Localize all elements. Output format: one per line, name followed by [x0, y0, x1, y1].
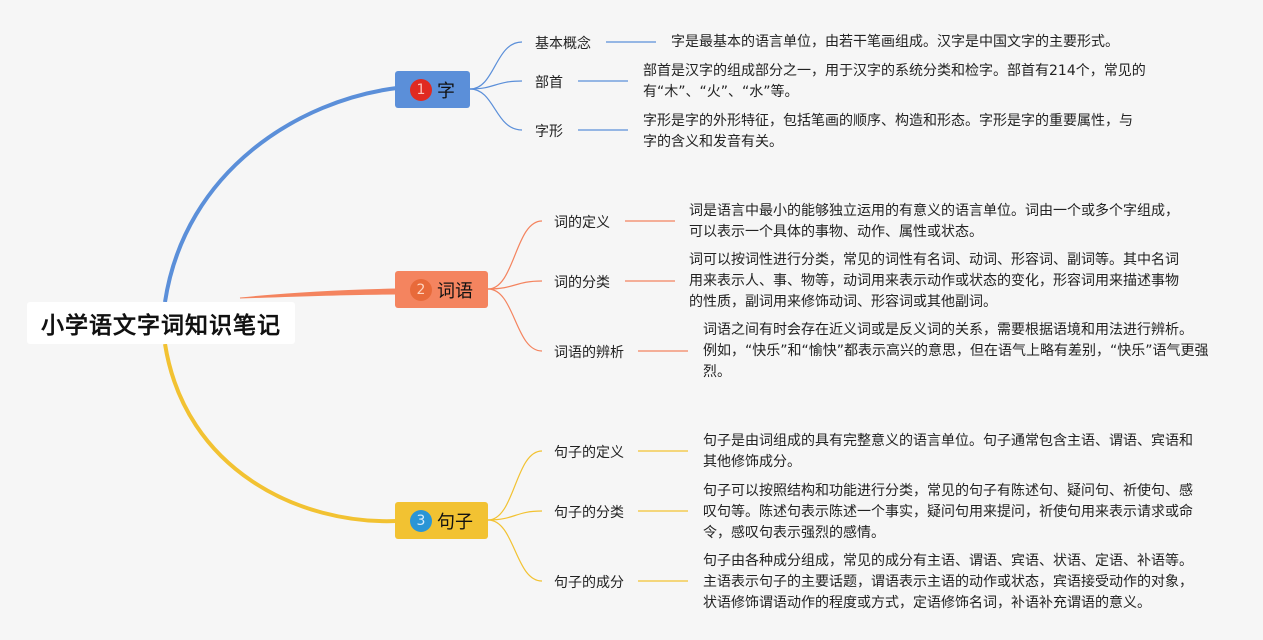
- link-root-branch2: [239, 288, 398, 299]
- description-word-definition: 词是语言中最小的能够独立运用的有意义的语言单位。词由一个或多个字组成， 可以表示…: [689, 203, 1179, 240]
- subtopic-word-definition[interactable]: 词的定义: [554, 215, 610, 231]
- description-radical: 部首是汉字的组成部分之一，用于汉字的系统分类和检字。部首有214个，常见的 有“…: [643, 63, 1146, 100]
- branch-node-1[interactable]: 1 字: [395, 71, 470, 108]
- subtopic-word-discrimination[interactable]: 词语的辨析: [554, 345, 624, 361]
- branch-node-3[interactable]: 3 句子: [395, 502, 488, 539]
- branch-label: 词语: [437, 280, 473, 302]
- subtopic-sentence-definition[interactable]: 句子的定义: [554, 445, 624, 461]
- link-root-branch1: [163, 86, 398, 303]
- subtopic-glyph[interactable]: 字形: [535, 124, 563, 140]
- description-sentence-classification: 句子可以按照结构和功能进行分类，常见的句子有陈述句、疑问句、祈使句、感 叹句等。…: [703, 483, 1193, 541]
- number-badge-icon: 2: [410, 278, 432, 301]
- branch-label: 字: [437, 80, 455, 102]
- number-badge-icon: 3: [410, 509, 432, 532]
- description-basic-concept: 字是最基本的语言单位，由若干笔画组成。汉字是中国文字的主要形式。: [671, 34, 1119, 50]
- subtopic-basic-concept[interactable]: 基本概念: [535, 36, 591, 52]
- branch-node-2[interactable]: 2 词语: [395, 271, 488, 308]
- description-sentence-definition: 句子是由词组成的具有完整意义的语言单位。句子通常包含主语、谓语、宾语和 其他修饰…: [703, 433, 1193, 470]
- subtopic-sentence-classification[interactable]: 句子的分类: [554, 505, 624, 521]
- description-word-discrimination: 词语之间有时会存在近义词或是反义词的关系，需要根据语境和用法进行辨析。 例如，“…: [703, 322, 1209, 380]
- description-word-classification: 词可以按词性进行分类，常见的词性有名词、动词、形容词、副词等。其中名词 用来表示…: [689, 252, 1179, 310]
- root-node-title[interactable]: 小学语文字词知识笔记: [27, 302, 295, 344]
- subtopic-radical[interactable]: 部首: [535, 75, 563, 91]
- description-glyph: 字形是字的外形特征，包括笔画的顺序、构造和形态。字形是字的重要属性，与 字的含义…: [643, 113, 1133, 150]
- description-sentence-components: 句子由各种成分组成，常见的成分有主语、谓语、宾语、状语、定语、补语等。 主语表示…: [703, 553, 1193, 611]
- subtopic-word-classification[interactable]: 词的分类: [554, 275, 610, 291]
- branch-label: 句子: [437, 511, 473, 533]
- subtopic-sentence-components[interactable]: 句子的成分: [554, 575, 624, 591]
- link-root-branch3: [163, 343, 398, 524]
- number-badge-icon: 1: [410, 78, 432, 101]
